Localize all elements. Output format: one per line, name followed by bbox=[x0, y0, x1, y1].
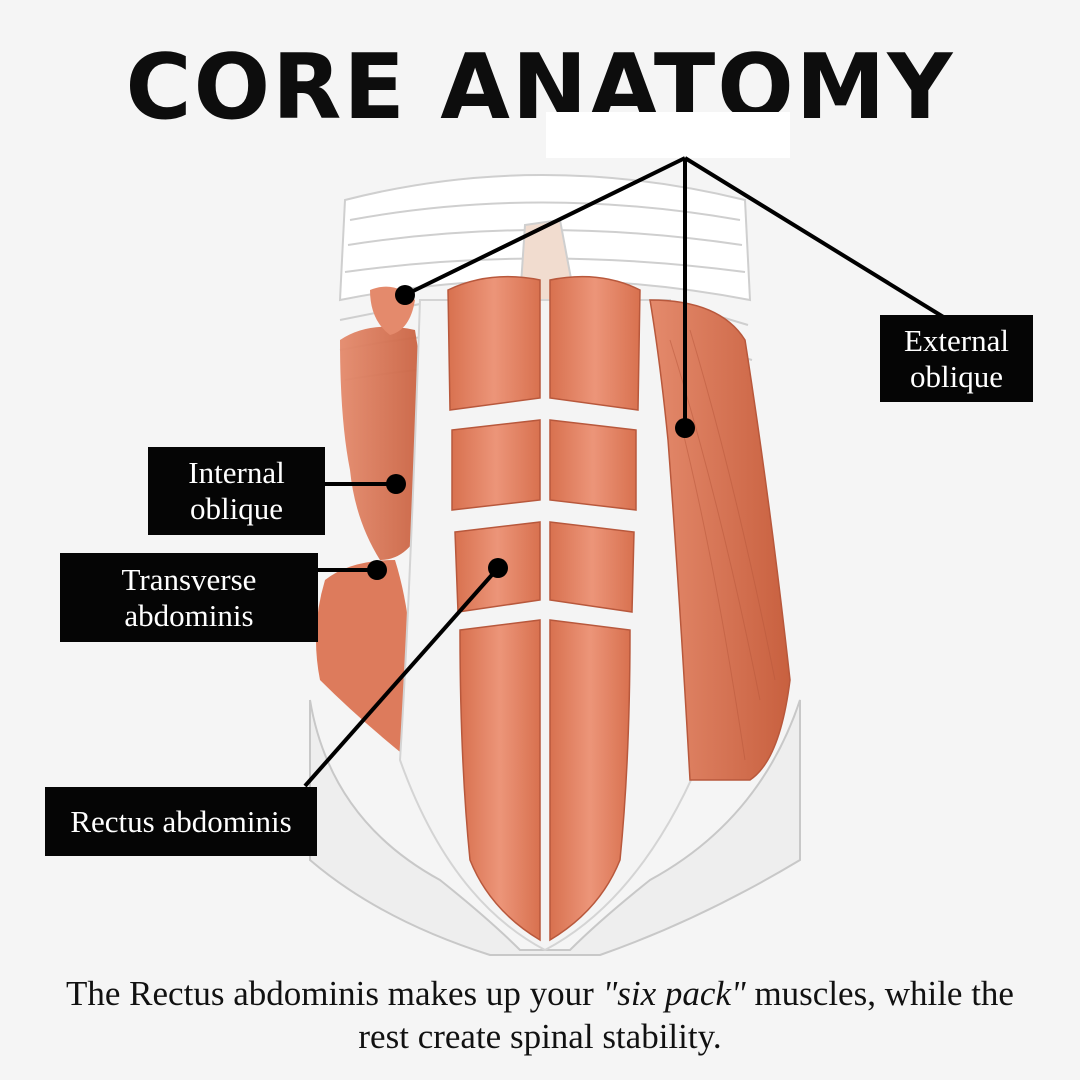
caption-emphasis: "six pack" bbox=[602, 974, 746, 1013]
label-text: Transverse bbox=[121, 561, 257, 597]
pointer-dot bbox=[488, 558, 508, 578]
pointer-dot bbox=[675, 418, 695, 438]
transverse-abdominis-shape bbox=[316, 560, 413, 760]
caption: The Rectus abdominis makes up your "six … bbox=[60, 972, 1020, 1058]
pointer-dot bbox=[395, 285, 415, 305]
label-text: External bbox=[903, 322, 1009, 358]
label-text: abdominis bbox=[124, 597, 254, 633]
label-text: Rectus abdominis bbox=[70, 803, 292, 839]
label-transverse-abdominis: Transverse abdominis bbox=[60, 553, 318, 642]
pointer-dot bbox=[367, 560, 387, 580]
pelvis-outline bbox=[309, 699, 801, 956]
label-text: oblique bbox=[910, 358, 1003, 394]
rectus-abdominis-shape bbox=[447, 275, 641, 942]
leader-dots bbox=[367, 285, 695, 580]
internal-oblique-shape bbox=[340, 326, 427, 560]
label-text: oblique bbox=[190, 491, 283, 526]
title-highlight-bar bbox=[546, 112, 790, 158]
label-internal-oblique: Internal oblique bbox=[148, 447, 325, 535]
label-text: Internal bbox=[188, 455, 285, 490]
pointer-dot bbox=[386, 474, 406, 494]
label-rectus-abdominis: Rectus abdominis bbox=[45, 787, 317, 856]
leader-lines bbox=[303, 156, 947, 788]
caption-part2: muscles, while the rest create spinal st… bbox=[358, 974, 1014, 1056]
caption-part1: The Rectus abdominis makes up your bbox=[66, 974, 603, 1013]
page-title: CORE ANATOMY bbox=[125, 35, 955, 140]
label-external-oblique: External oblique bbox=[880, 315, 1033, 402]
